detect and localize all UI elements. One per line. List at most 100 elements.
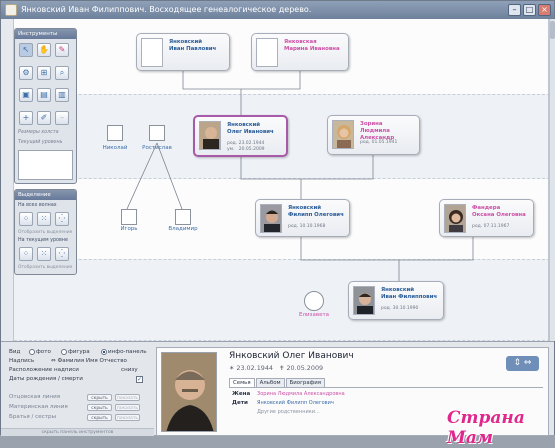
info-panel: Янковский Олег Иванович ✶ 23.02.1944 ✝ 2… bbox=[156, 347, 549, 436]
caption-row: Надпись ⇔ Фамилия Имя Отчество bbox=[9, 357, 149, 366]
hide-siblings-button[interactable]: скрыть bbox=[87, 414, 112, 421]
notes-field[interactable] bbox=[18, 150, 73, 180]
relative-stub[interactable] bbox=[175, 209, 191, 225]
relative-stub[interactable] bbox=[304, 291, 324, 311]
tab-family[interactable]: Семья bbox=[229, 378, 255, 387]
placement-select[interactable]: снизу bbox=[121, 367, 138, 373]
dates-label: Даты рождения / смерти bbox=[9, 376, 83, 382]
mother-line-label: Материнская линия bbox=[9, 404, 68, 410]
radio-info-panel[interactable]: инфо-панель bbox=[101, 348, 147, 357]
other-relatives-row: Другие родственники... bbox=[232, 408, 320, 416]
select-level-line-icon[interactable]: ⁛ bbox=[55, 247, 69, 261]
show-father-line-button[interactable]: показать bbox=[115, 394, 140, 401]
maximize-button[interactable]: □ bbox=[523, 4, 536, 16]
canvas-size-label: Размеры холста bbox=[18, 130, 59, 135]
select-all-icon[interactable]: ⁘ bbox=[19, 212, 33, 226]
hide-mother-line-button[interactable]: скрыть bbox=[87, 404, 112, 411]
show-siblings-button[interactable]: показать bbox=[115, 414, 140, 421]
hide-tools-panel-link[interactable]: скрыть панель инструментов bbox=[1, 428, 154, 436]
radio-figure[interactable]: фигура bbox=[61, 348, 90, 357]
person-dates: род. 23.02.1944 ум. 20.05.2009 bbox=[227, 141, 265, 152]
radio-info-label: инфо-панель bbox=[108, 349, 147, 355]
export-tool-icon[interactable]: ▥ bbox=[55, 88, 69, 102]
stub-label: Николай bbox=[102, 145, 128, 151]
navigate-arrows-icon[interactable]: ⇕ ⇔ bbox=[506, 356, 539, 371]
pen-tool-icon[interactable]: ✎ bbox=[55, 43, 69, 57]
window-title: Янковский Иван Филиппович. Восходящее ге… bbox=[21, 5, 312, 14]
zoom-tool-icon[interactable]: ⌕ bbox=[55, 66, 69, 80]
stub-label: Елизавета bbox=[298, 312, 330, 318]
settings-tool-icon[interactable]: ⚙ bbox=[19, 66, 33, 80]
portrait-icon bbox=[200, 122, 220, 149]
select-branch-icon[interactable]: ⁙ bbox=[37, 212, 51, 226]
minimize-button[interactable]: – bbox=[508, 4, 521, 16]
edit-tool-icon[interactable]: ✐ bbox=[37, 111, 51, 125]
hand-tool-icon[interactable]: ✋ bbox=[37, 43, 51, 57]
father-line-label: Отцовская линия bbox=[9, 394, 61, 400]
hide-father-line-button[interactable]: скрыть bbox=[87, 394, 112, 401]
select-line-icon[interactable]: ⁛ bbox=[55, 212, 69, 226]
current-level-selection-label: На текущем уровне bbox=[18, 238, 68, 243]
tab-album[interactable]: Альбом bbox=[255, 378, 285, 387]
info-tabs: Семья Альбом Биография bbox=[229, 378, 325, 387]
relative-stub[interactable] bbox=[107, 125, 123, 141]
child-link[interactable]: Янковский Филипп Олегович bbox=[257, 400, 334, 406]
person-dates: род. 30.10.1990 bbox=[381, 306, 419, 311]
radio-figure-label: фигура bbox=[68, 349, 90, 355]
person-dates: род. 07.11.1967 bbox=[472, 224, 510, 229]
add-tool-icon[interactable]: + bbox=[19, 111, 33, 125]
view-label: Вид bbox=[9, 349, 21, 355]
scroll-thumb[interactable] bbox=[550, 21, 555, 39]
delete-tool-icon[interactable]: – bbox=[55, 111, 69, 125]
close-button[interactable]: × bbox=[538, 4, 551, 16]
relative-stub[interactable] bbox=[149, 125, 165, 141]
spouse-link[interactable]: Зорина Людмила Александровна bbox=[257, 391, 345, 397]
stub-label: Владимир bbox=[168, 226, 198, 232]
vertical-scrollbar[interactable] bbox=[549, 19, 555, 341]
dates-checkbox[interactable]: ✓ bbox=[136, 376, 143, 383]
pointer-tool-icon[interactable]: ↖ bbox=[19, 43, 33, 57]
other-relatives-link[interactable]: Другие родственники... bbox=[257, 409, 320, 415]
mother-line-row: Материнская линия скрыть показать bbox=[9, 403, 149, 412]
portrait-icon bbox=[261, 205, 281, 232]
person-photo bbox=[260, 204, 282, 233]
select-level-icon[interactable]: ⁘ bbox=[19, 247, 33, 261]
tab-biography[interactable]: Биография bbox=[285, 378, 325, 387]
caption-value: Фамилия Имя Отчество bbox=[57, 358, 127, 364]
death-date: ✝ 20.05.2009 bbox=[279, 364, 324, 372]
father-line-row: Отцовская линия скрыть показать bbox=[9, 393, 149, 402]
tools-title: Инструменты bbox=[15, 29, 76, 39]
view-settings: Вид фото фигура инфо-панель Надпись ⇔ Фа… bbox=[9, 348, 149, 432]
placement-row: Расположение надписи снизу bbox=[9, 366, 149, 375]
open-tool-icon[interactable]: ▤ bbox=[37, 88, 51, 102]
structure-tool-icon[interactable]: ⊞ bbox=[37, 66, 51, 80]
birth-date: ✶ 23.02.1944 bbox=[229, 364, 273, 372]
portrait-icon bbox=[354, 287, 374, 314]
tree-connectors bbox=[126, 71, 474, 281]
relative-stub[interactable] bbox=[121, 209, 137, 225]
person-photo bbox=[444, 204, 466, 233]
select-level-branch-icon[interactable]: ⁙ bbox=[37, 247, 51, 261]
empty-photo bbox=[141, 38, 163, 67]
person-photo bbox=[199, 121, 221, 150]
save-tool-icon[interactable]: ▣ bbox=[19, 88, 33, 102]
show-mother-line-button[interactable]: показать bbox=[115, 404, 140, 411]
app-icon bbox=[5, 4, 17, 16]
radio-photo[interactable]: фото bbox=[29, 348, 51, 357]
selection-note: Отобразить выделение bbox=[18, 265, 73, 270]
caption-select[interactable]: ⇔ Фамилия Имя Отчество bbox=[51, 358, 127, 364]
